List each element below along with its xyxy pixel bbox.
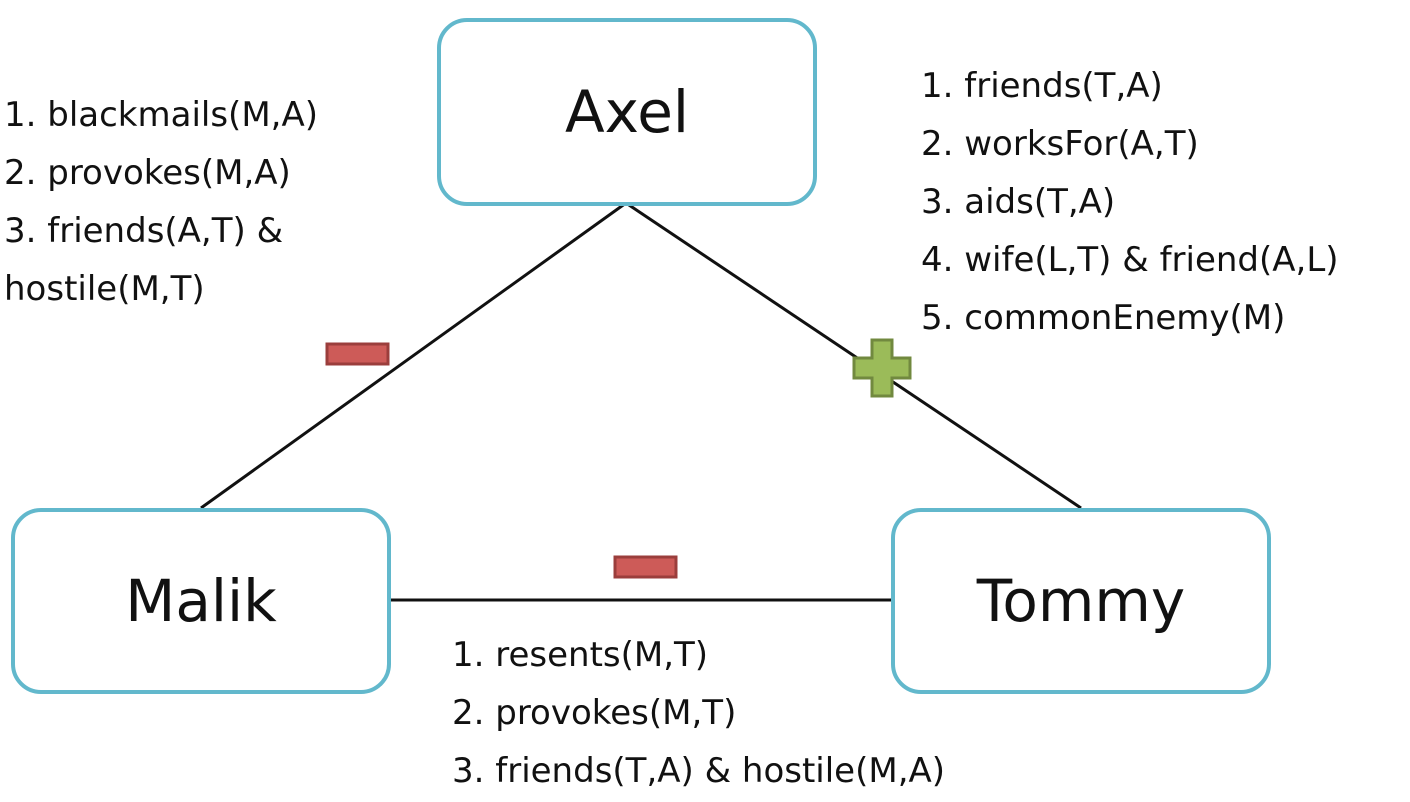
relation-item: 3. friends(T,A) & hostile(M,A) xyxy=(452,751,946,791)
node-malik: Malik xyxy=(11,508,391,694)
node-axel: Axel xyxy=(437,18,817,206)
relation-item: 2. provokes(M,A) xyxy=(4,153,291,193)
node-label: Malik xyxy=(125,567,277,635)
node-label: Tommy xyxy=(976,567,1186,635)
relation-item: 2. provokes(M,T) xyxy=(452,693,737,733)
relation-item: 2. worksFor(A,T) xyxy=(921,124,1199,164)
malik-tommy-relations: 1. resents(M,T) 2. provokes(M,T) 3. frie… xyxy=(452,626,945,800)
edge-axel-tommy xyxy=(625,201,1082,510)
relation-item: 5. commonEnemy(M) xyxy=(921,298,1286,338)
relation-item: 3. friends(A,T) & xyxy=(4,211,284,251)
edge-axel-malik xyxy=(200,201,627,510)
relation-item: 1. resents(M,T) xyxy=(452,635,709,675)
relation-item: hostile(M,T) xyxy=(4,269,205,309)
plus-icon-axel-tommy xyxy=(852,338,912,398)
axel-tommy-relations: 1. friends(T,A) 2. worksFor(A,T) 3. aids… xyxy=(921,57,1339,347)
relation-item: 1. friends(T,A) xyxy=(921,66,1163,106)
node-label: Axel xyxy=(564,78,689,146)
minus-icon-malik-tommy xyxy=(613,555,678,579)
axel-malik-relations: 1. blackmails(M,A) 2. provokes(M,A) 3. f… xyxy=(4,86,318,318)
node-tommy: Tommy xyxy=(891,508,1271,694)
relation-item: 4. wife(L,T) & friend(A,L) xyxy=(921,240,1339,280)
minus-icon-axel-malik xyxy=(325,342,390,366)
relation-item: 3. aids(T,A) xyxy=(921,182,1116,222)
relation-item: 1. blackmails(M,A) xyxy=(4,95,318,135)
